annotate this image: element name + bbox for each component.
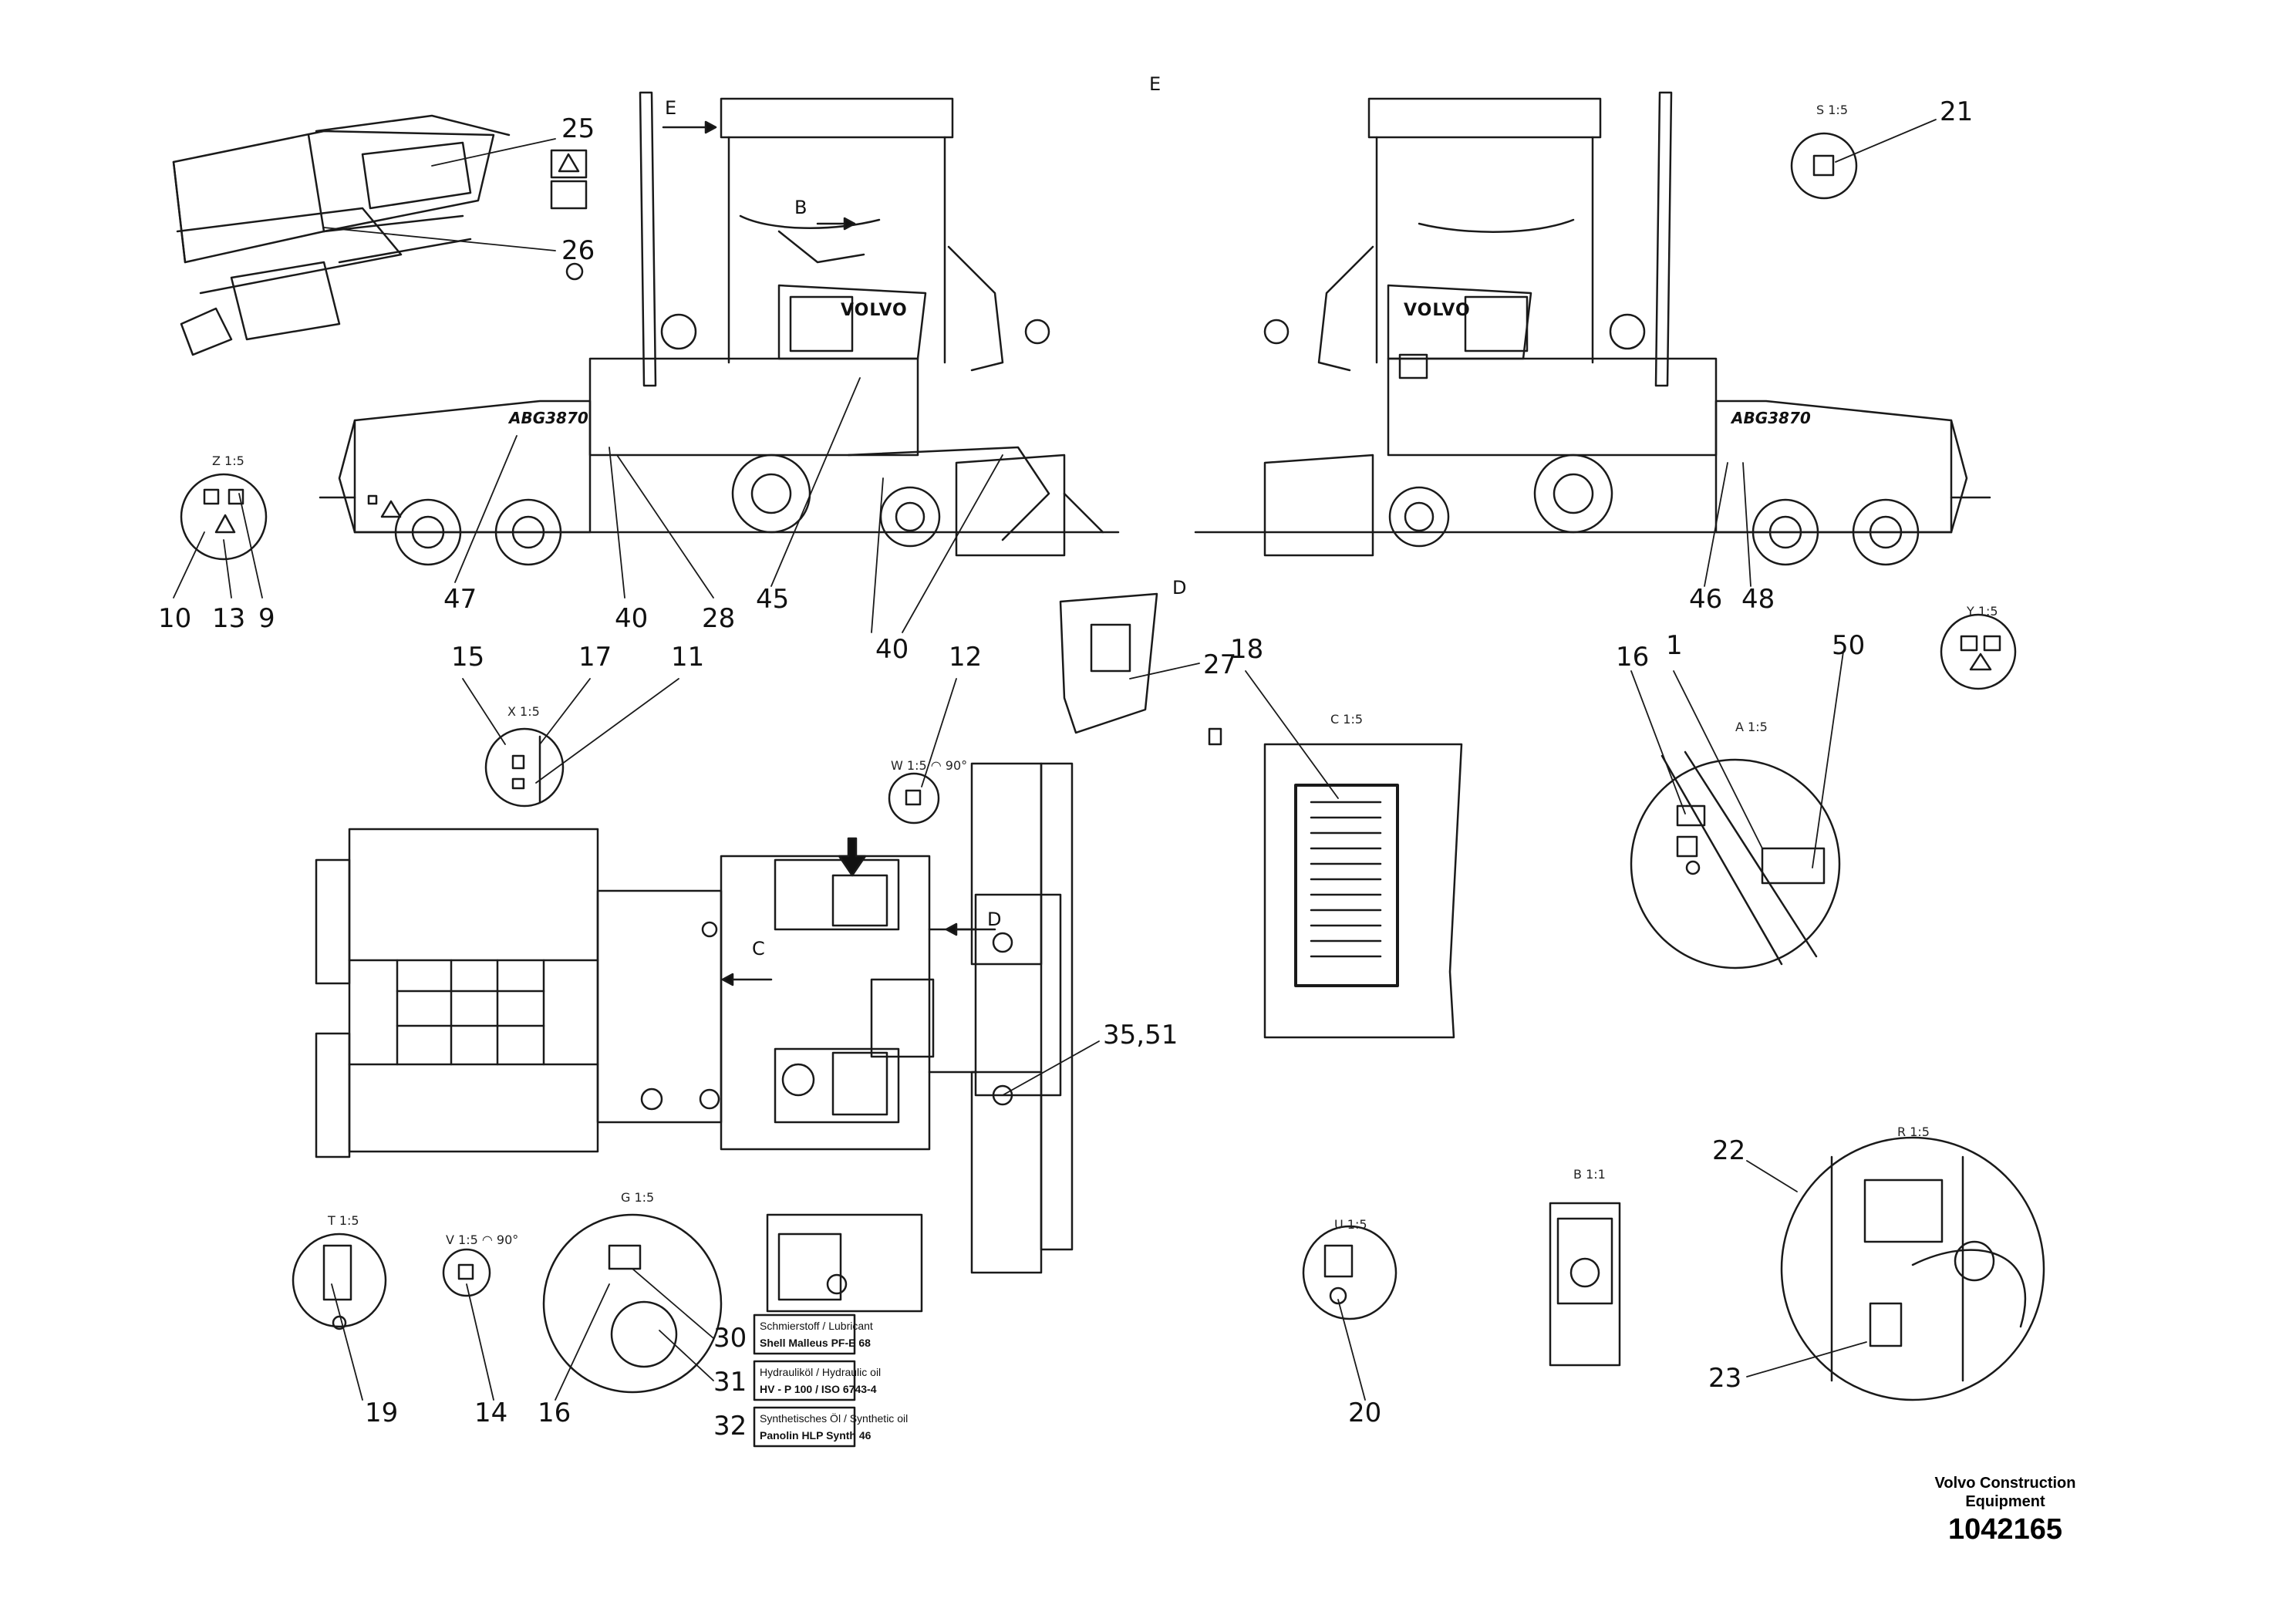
callout-25: 25 <box>561 113 595 144</box>
plate-32-line-2: Panolin HLP Synth 46 <box>760 1429 872 1442</box>
view-tag-z: Z 1:5 <box>212 454 244 468</box>
callout-27: 27 <box>1203 649 1237 680</box>
detail-X <box>484 727 565 808</box>
detail-C-panel <box>1263 743 1463 1039</box>
callout-13: 13 <box>212 603 246 634</box>
model-badge-right: ABG3870 <box>1731 409 1811 427</box>
view-tag-c: C 1:5 <box>1330 712 1364 727</box>
detail-G <box>542 1213 723 1394</box>
top-view <box>315 762 1074 1274</box>
detail-U <box>1302 1225 1397 1320</box>
detail-D-panel <box>1059 592 1222 746</box>
detail-B-seat <box>1549 1202 1621 1367</box>
view-letter-e-top: E <box>1149 73 1161 95</box>
view-tag-a: A 1:5 <box>1735 720 1768 734</box>
view-tag-t: T 1:5 <box>328 1213 359 1228</box>
callout-26: 26 <box>561 235 595 266</box>
plate-31-line-1: Hydrauliköl / Hydraulic oil <box>760 1366 882 1378</box>
detail-T <box>292 1233 387 1330</box>
view-tag-g: G 1:5 <box>621 1190 655 1205</box>
view-tag-b: B 1:1 <box>1573 1167 1606 1182</box>
callout-21: 21 <box>1940 96 1974 127</box>
view-arrows <box>662 120 996 986</box>
callout-14: 14 <box>474 1398 508 1428</box>
detail-front-unit <box>766 837 923 1313</box>
plate-30-line-1: Schmierstoff / Lubricant <box>760 1320 873 1332</box>
detail-S <box>1790 132 1858 200</box>
callout-47: 47 <box>443 584 477 615</box>
callout-16-a: 16 <box>1616 642 1650 673</box>
document-number: 1042165 <box>1948 1513 2062 1546</box>
callout-30: 30 <box>713 1323 747 1354</box>
left-side-view <box>319 91 1120 566</box>
view-tag-w: W 1:5 ◠ 90° <box>891 758 968 773</box>
plate-31-line-2: HV - P 100 / ISO 6743-4 <box>760 1383 877 1395</box>
leader-lines <box>173 119 1937 1401</box>
callout-48: 48 <box>1741 584 1775 615</box>
callout-17: 17 <box>578 642 612 673</box>
view-tag-s: S 1:5 <box>1816 103 1848 117</box>
detail-R <box>1780 1136 2045 1401</box>
lubricant-plates <box>753 1313 856 1448</box>
callout-40-mid: 40 <box>875 634 909 665</box>
callout-10: 10 <box>158 603 192 634</box>
company-name-line-1: Volvo Construction <box>1934 1475 2076 1492</box>
view-letter-b: B <box>794 197 807 218</box>
callout-23: 23 <box>1708 1363 1742 1394</box>
detail-Z <box>180 473 268 561</box>
view-letter-e-arrow: E <box>665 97 677 119</box>
callout-11: 11 <box>671 642 705 673</box>
callout-15: 15 <box>451 642 485 673</box>
detail-A <box>1630 750 1841 969</box>
plate-30-line-2: Shell Malleus PF-E 68 <box>760 1337 871 1349</box>
callout-50: 50 <box>1832 630 1866 661</box>
callout-40-left: 40 <box>615 603 649 634</box>
callout-12: 12 <box>949 642 983 673</box>
view-tag-u: U 1:5 <box>1334 1217 1367 1232</box>
detail-Y <box>1940 613 2017 690</box>
view-letter-d-top: D <box>987 909 1002 930</box>
callout-46: 46 <box>1689 584 1723 615</box>
view-tag-y: Y 1:5 <box>1967 604 1998 619</box>
detail-V <box>442 1248 491 1297</box>
plate-32-line-1: Synthetisches Öl / Synthetic oil <box>760 1412 909 1425</box>
callout-45: 45 <box>756 584 790 615</box>
callout-1: 1 <box>1666 630 1683 661</box>
brand-label-right: VOLVO <box>1404 301 1471 320</box>
screed-detail-view <box>172 114 588 356</box>
detail-W <box>888 772 940 824</box>
view-tag-v: V 1:5 ◠ 90° <box>446 1233 519 1247</box>
callout-22: 22 <box>1712 1135 1746 1166</box>
callout-31: 31 <box>713 1367 747 1398</box>
view-letter-c: C <box>752 938 765 959</box>
callout-18: 18 <box>1230 634 1264 665</box>
callout-16-b: 16 <box>538 1398 571 1428</box>
view-tag-r: R 1:5 <box>1897 1125 1930 1139</box>
callout-32: 32 <box>713 1411 747 1442</box>
view-tag-x: X 1:5 <box>507 704 540 719</box>
right-side-view <box>1194 91 1991 566</box>
view-letter-d-detail: D <box>1172 577 1187 599</box>
callout-28: 28 <box>702 603 736 634</box>
callout-20: 20 <box>1348 1398 1382 1428</box>
company-name-line-2: Equipment <box>1965 1493 2045 1510</box>
callout-35-51: 35,51 <box>1103 1020 1178 1050</box>
model-badge-left: ABG3870 <box>509 409 588 427</box>
callout-9: 9 <box>258 603 275 634</box>
callout-19: 19 <box>365 1398 399 1428</box>
brand-label-left: VOLVO <box>841 301 908 320</box>
